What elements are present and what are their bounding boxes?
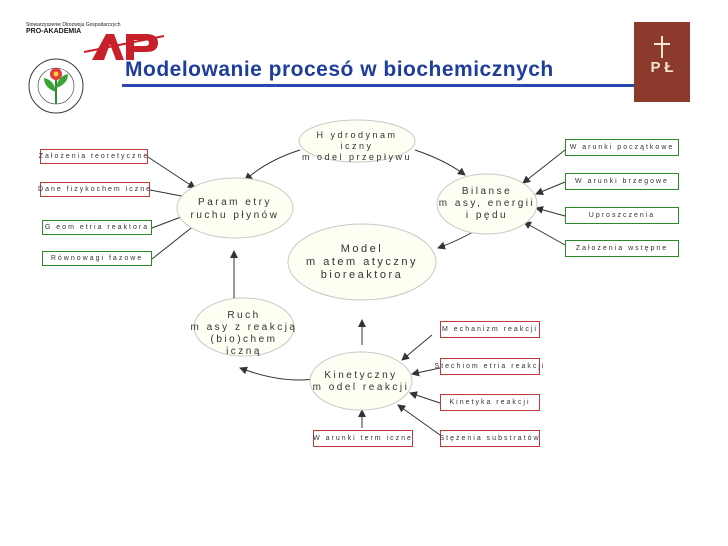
right-box-warunki-poczatkowe: W arunki początkowe — [565, 139, 679, 156]
header-logo-group: Stowarzyszenie Dlrozwoju Gospodarczych P… — [22, 22, 165, 114]
box-mechanizm: M echanizm reakcji — [440, 321, 540, 338]
left-box-zalozenia: Założenia teoretyczne — [39, 149, 148, 164]
ecology-seal-icon — [28, 58, 84, 114]
arrow-hydro-params — [244, 149, 301, 181]
ruch-label: Ruch m asy z reakcją (bio)chem iczną — [190, 310, 298, 357]
ellipse-params — [176, 177, 294, 239]
arrow-kinetic-ruch — [239, 366, 321, 381]
kinetic-label: Kinetyczny m odel reakcji — [312, 370, 410, 393]
pl-university-logo: P Ł — [634, 22, 690, 102]
arrow-mech-kinetic — [401, 334, 433, 361]
arrow-stez-kinetic — [397, 404, 441, 436]
ellipse-bilanse — [436, 173, 538, 235]
ellipse-hydro — [298, 119, 416, 163]
slide-title: Modelowanie procesó w biochemicznych — [125, 58, 554, 81]
right-box-warunki-brzegowe: W arunki brzegowe — [565, 173, 679, 190]
bilanse-label: Bilanse m asy, energii i pędu — [438, 186, 536, 221]
arrow-kin-kinetic — [409, 391, 441, 404]
arrow-right3-bilanse — [535, 206, 566, 217]
brand-name: PRO-AKADEMIA — [26, 28, 82, 35]
arrow-right4-bilanse — [523, 221, 566, 246]
params-label: Param etry ruchu płynów — [190, 197, 280, 221]
box-stezenia: Stężenia substratów — [439, 430, 540, 447]
pl-logo-label: P Ł — [650, 59, 673, 76]
left-box-rownowagi: Równowagi fazowe — [42, 251, 152, 266]
left-box-dane: Dane fizykochem iczne — [38, 182, 150, 197]
arrow-right1-bilanse — [522, 149, 566, 184]
box-stechiometria: Stechiom etria reakcji — [435, 358, 543, 375]
right-box-uproszczenia: Uproszczenia — [565, 207, 679, 224]
ellipse-ruch — [193, 297, 295, 357]
ellipse-kinetic — [309, 351, 413, 411]
arrow-hydro-bilanse — [414, 149, 466, 176]
arrow-stech-kinetic — [411, 367, 441, 377]
arrow-left1-params — [147, 156, 196, 189]
center-label: Model m atem atyczny bioreaktora — [305, 243, 419, 281]
box-warunki-termiczne: W arunki term iczne — [313, 430, 413, 447]
box-kinetyka: Kinetyka reakcji — [440, 394, 540, 411]
right-box-zalozenia-wstepne: Założenia wstępne — [565, 240, 679, 257]
hydro-label: H ydrodynam iczny m odel przepływu — [301, 130, 413, 162]
left-box-geometria: G eom etria reaktora — [42, 220, 152, 235]
ellipse-center — [287, 223, 437, 301]
organization-name: Stowarzyszenie Dlrozwoju Gospodarczych — [26, 22, 121, 28]
arrow-right2-bilanse — [535, 181, 566, 196]
pro-akademia-ap-logo — [84, 34, 165, 60]
title-underline — [122, 84, 658, 87]
